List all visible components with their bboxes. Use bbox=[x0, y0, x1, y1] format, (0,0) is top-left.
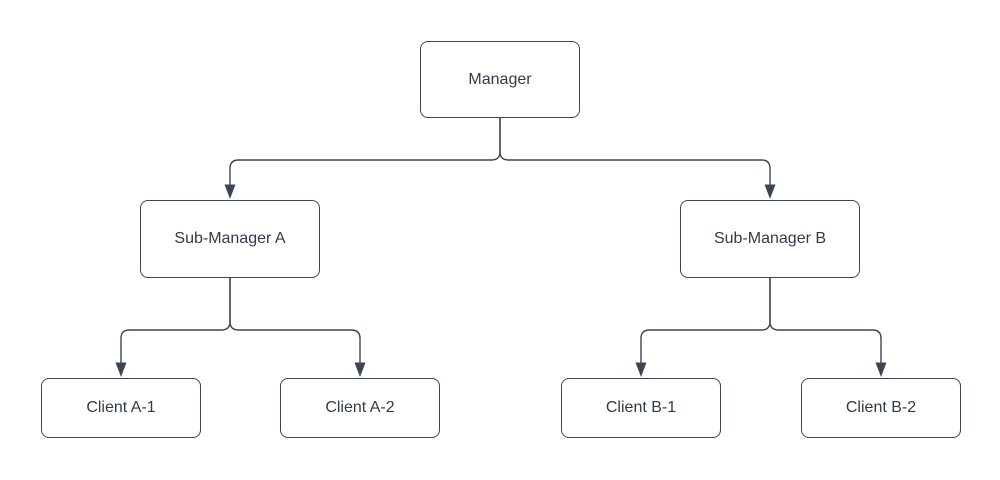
node-client-a2-label: Client A-2 bbox=[325, 399, 395, 417]
node-manager[interactable]: Manager bbox=[420, 41, 580, 118]
node-client-a1-label: Client A-1 bbox=[86, 399, 156, 417]
arrowhead-client-b1-icon bbox=[635, 362, 647, 377]
edge-sub-a-to-client-a1 bbox=[120, 278, 231, 363]
node-client-b2[interactable]: Client B-2 bbox=[801, 378, 961, 438]
node-sub-manager-b-label: Sub-Manager B bbox=[713, 230, 827, 248]
edge-manager-to-sub-a bbox=[229, 118, 501, 185]
node-sub-manager-b[interactable]: Sub-Manager B bbox=[680, 200, 860, 278]
node-client-a1[interactable]: Client A-1 bbox=[41, 378, 201, 438]
edge-manager-to-sub-b bbox=[499, 118, 771, 185]
node-client-a2[interactable]: Client A-2 bbox=[280, 378, 440, 438]
arrowhead-client-a2-icon bbox=[354, 362, 366, 377]
node-client-b1-label: Client B-1 bbox=[605, 399, 677, 417]
arrowhead-client-a1-icon bbox=[115, 362, 127, 377]
edge-sub-b-to-client-b1 bbox=[640, 278, 771, 363]
node-manager-label: Manager bbox=[468, 70, 532, 88]
edge-sub-a-to-client-a2 bbox=[229, 278, 361, 363]
arrowhead-sub-a-icon bbox=[224, 184, 236, 199]
node-client-b2-label: Client B-2 bbox=[845, 399, 917, 417]
edge-sub-b-to-client-b2 bbox=[769, 278, 882, 363]
node-client-b1[interactable]: Client B-1 bbox=[561, 378, 721, 438]
arrowhead-sub-b-icon bbox=[764, 184, 776, 199]
node-sub-manager-a-label: Sub-Manager A bbox=[174, 230, 286, 248]
node-sub-manager-a[interactable]: Sub-Manager A bbox=[140, 200, 320, 278]
arrowhead-client-b2-icon bbox=[875, 362, 887, 377]
